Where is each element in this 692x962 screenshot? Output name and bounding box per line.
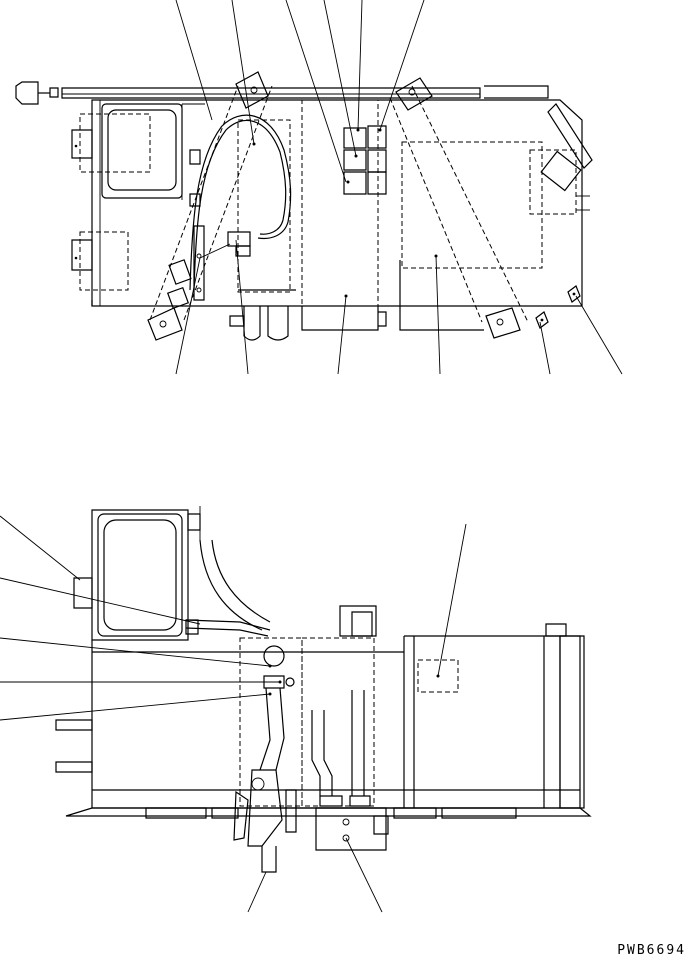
side-view: [0, 506, 590, 912]
drawing-code: PWB6694: [617, 943, 686, 958]
top-view: [16, 0, 622, 374]
connector-plug: [16, 82, 58, 104]
